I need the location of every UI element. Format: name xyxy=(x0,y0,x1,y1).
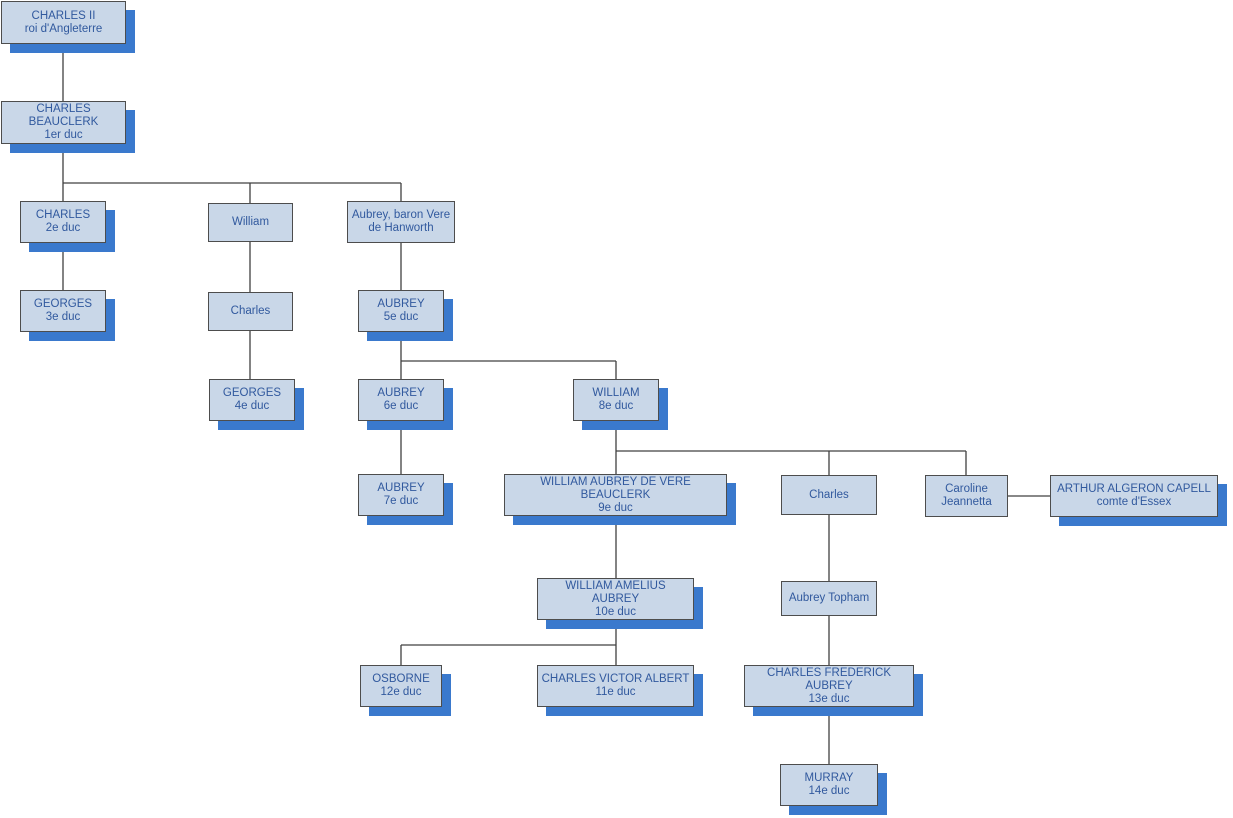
node-name-label: Aubrey Topham xyxy=(788,592,870,604)
aubrey5e-to-children xyxy=(400,332,617,379)
node-name-label: WILLIAM AUBREY DE VERE BEAUCLERK xyxy=(540,475,691,501)
node-name-label: MURRAY xyxy=(804,772,854,784)
node-name-label: Charles xyxy=(809,488,849,501)
william8e-to-children xyxy=(615,421,967,475)
node-name-label: Charles xyxy=(230,305,271,317)
node-name-label: Caroline xyxy=(945,483,988,495)
node-title-label: 12e duc xyxy=(380,686,422,698)
node-name-label: CHARLES II xyxy=(31,9,96,22)
node-name-label: OSBORNE xyxy=(372,673,430,685)
node-title-label: 5e duc xyxy=(383,311,419,323)
node-name-label: GEORGES xyxy=(222,387,282,399)
node-title-label: Jeannetta xyxy=(941,496,992,508)
node-title-label: 8e duc xyxy=(598,400,634,412)
node-title-label: 13e duc xyxy=(808,692,850,705)
node-name-label: WILLIAM AMELIUS AUBREY xyxy=(565,579,666,605)
node-title-label: 6e duc xyxy=(383,400,419,412)
node-title-label: 2e duc xyxy=(45,222,81,234)
node-name-label: CHARLES VICTOR ALBERT xyxy=(541,673,690,685)
node-title-label: 9e duc xyxy=(598,501,633,514)
node-name-label: CHARLES FREDERICK AUBREY xyxy=(767,666,891,692)
node-title-label: 11e duc xyxy=(595,686,636,698)
node-name-label: William xyxy=(231,216,270,228)
node-name-label: AUBREY xyxy=(377,387,425,399)
node-title-label: 7e duc xyxy=(383,495,419,507)
node-name-label: CHARLES BEAUCLERK xyxy=(28,103,99,128)
node-title-label: 3e duc xyxy=(45,311,81,323)
node-title-label: 14e duc xyxy=(808,785,850,797)
node-name-label: CHARLES xyxy=(35,209,91,221)
node-charles_plain2[interactable]: Charles xyxy=(781,475,877,515)
node-title-label: 1er duc xyxy=(44,129,83,141)
node-title-label: de Hanworth xyxy=(368,222,434,234)
beauclerk1-to-children xyxy=(62,144,402,203)
node-title-label: 4e duc xyxy=(234,400,270,412)
node-topham[interactable]: Aubrey Topham xyxy=(781,581,877,616)
node-name-label: Aubrey, baron Vere xyxy=(351,209,451,221)
node-title-label: 10e duc xyxy=(595,605,636,618)
node-name-label: ARTHUR ALGERON CAPELL xyxy=(1057,483,1211,495)
node-name-label: GEORGES xyxy=(33,298,93,310)
node-name-label: WILLIAM xyxy=(592,387,640,399)
william10e-to-children xyxy=(400,620,617,665)
node-title-label: comte d'Essex xyxy=(1096,496,1172,508)
node-name-label: AUBREY xyxy=(377,298,425,310)
node-william_plain[interactable]: William xyxy=(208,203,293,242)
node-name-label: AUBREY xyxy=(377,482,425,494)
node-title-label: roi d'Angleterre xyxy=(24,22,103,35)
node-charles_plain[interactable]: Charles xyxy=(208,292,293,331)
